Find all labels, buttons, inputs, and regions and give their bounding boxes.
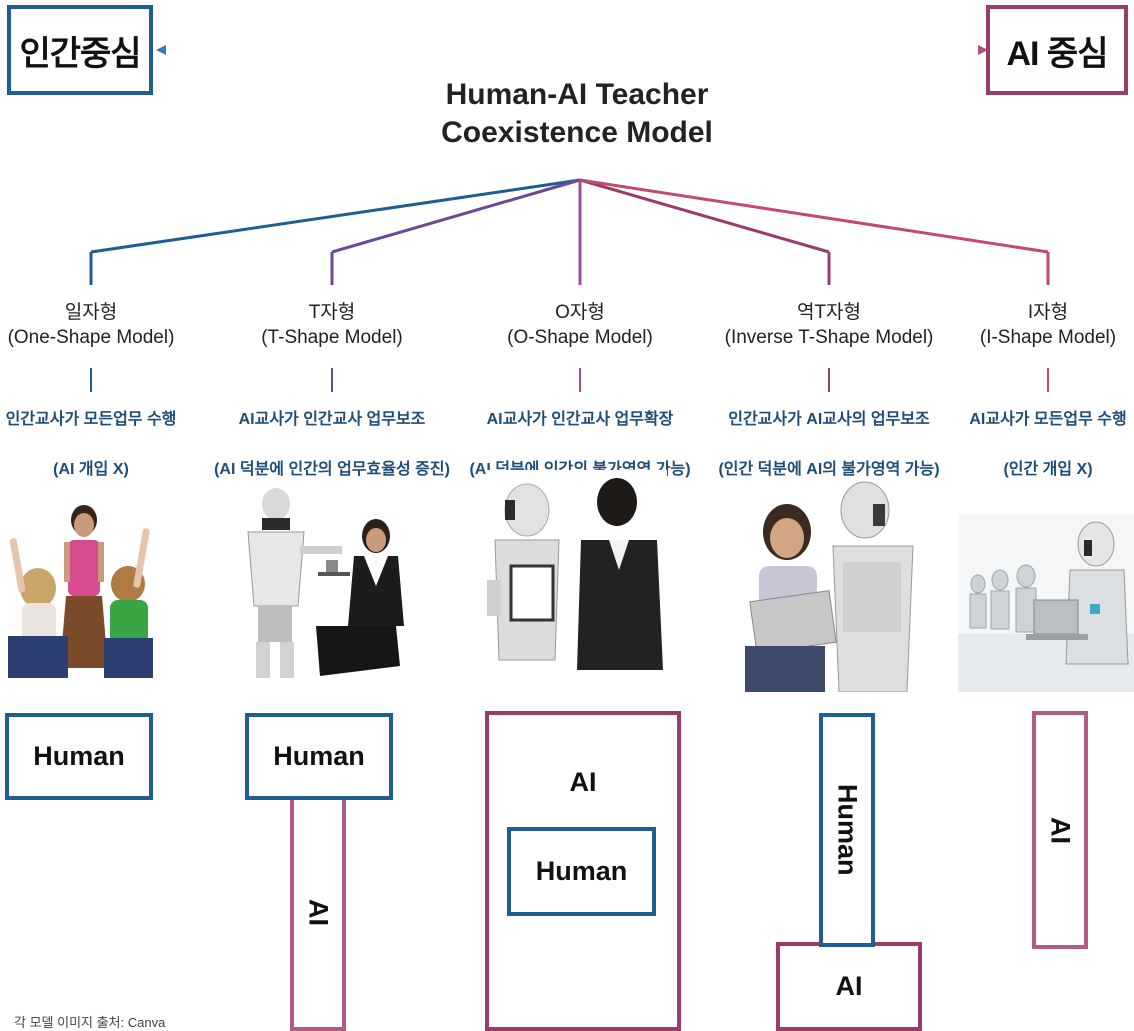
model-3-human-box: Human: [507, 827, 656, 916]
branch-line-5: [579, 178, 1049, 254]
model-1-description: 인간교사가 모든업무 수행: [5, 411, 177, 428]
model-3-human-label: Human: [535, 856, 628, 886]
diagram-title: Human-AI Teacher Coexistence Model: [377, 76, 777, 152]
human-centered-box: 인간중심: [7, 5, 153, 95]
robots-laptops-photo: [958, 514, 1134, 692]
human-centered-label: 인간중심: [19, 34, 141, 73]
classroom-photo: [8, 498, 153, 678]
model-4-ai-label: AI: [835, 971, 863, 1001]
model-1-human-box: Human: [5, 713, 153, 800]
model-5-ai-box: AI: [1032, 711, 1088, 949]
ai-centered-box: AI 중심: [986, 5, 1128, 95]
model-3-name: O자형 (O-Shape Model): [507, 302, 653, 348]
model-5-name: I자형 (I-Shape Model): [979, 302, 1117, 348]
robot-serving-photo: [236, 486, 406, 680]
axis-arrow-left: [156, 45, 166, 55]
model-2-name: T자형 (T-Shape Model): [261, 302, 403, 348]
model-2-description: AI교사가 인간교사 업무보조: [238, 411, 426, 428]
model-4-name: 역T자형 (Inverse T-Shape Model): [724, 302, 934, 348]
woman-robot-photo: [745, 476, 925, 692]
branch-line-2: [331, 178, 581, 254]
model-5-detail: (인간 개입 X): [1003, 461, 1093, 478]
model-2-ai-box: AI: [290, 793, 346, 1031]
model-4-ai-box: AI: [776, 942, 922, 1031]
model-4-detail: (인간 덕분에 AI의 불가영역 가능): [718, 461, 940, 478]
model-3-ai-label: AI: [569, 767, 597, 797]
title-line-1: Human-AI Teacher: [445, 78, 709, 111]
model-2-human-label: Human: [273, 741, 365, 771]
branch-line-1: [90, 178, 581, 254]
model-1-human-label: Human: [33, 741, 125, 771]
model-3-description: AI교사가 인간교사 업무확장: [486, 411, 674, 428]
model-5-description: AI교사가 모든업무 수행: [969, 411, 1127, 428]
title-line-2: Coexistence Model: [441, 116, 713, 149]
model-4-human-label: Human: [832, 784, 863, 876]
model-4-human-box: Human: [819, 713, 875, 947]
model-5-ai-label: AI: [1045, 816, 1076, 844]
ai-centered-label: AI 중심: [1006, 34, 1108, 73]
model-2-human-box: Human: [245, 713, 393, 800]
model-2-ai-label: AI: [303, 898, 334, 926]
image-source-note: 각 모델 이미지 출처: Canva: [14, 1015, 166, 1030]
branch-line-4: [579, 178, 830, 254]
model-4-description: 인간교사가 AI교사의 업무보조: [728, 411, 930, 428]
model-1-detail: (AI 개입 X): [53, 461, 129, 478]
model-2-detail: (AI 덕분에 인간의 업무효율성 증진): [214, 461, 450, 478]
model-1-name: 일자형 (One-Shape Model): [7, 302, 175, 348]
robot-tablet-photo: [487, 470, 667, 670]
